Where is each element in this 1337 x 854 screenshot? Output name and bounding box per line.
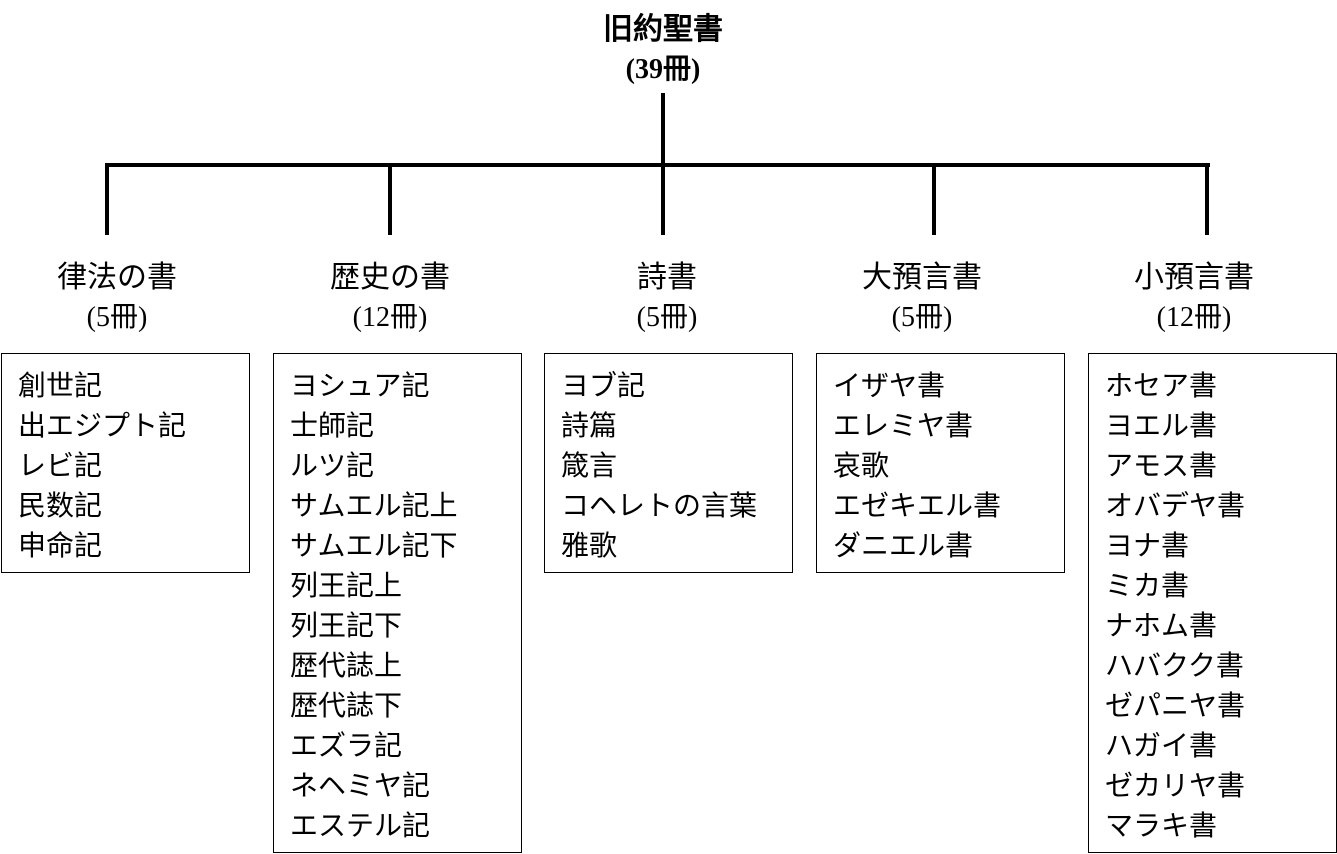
list-item: 箴言	[561, 449, 618, 482]
list-item: ヨシュア記	[290, 369, 430, 402]
list-item: 歴代誌下	[290, 689, 403, 722]
book-list-poetry: ヨブ記 詩篇 箴言 コヘレトの言葉 雅歌	[544, 353, 793, 573]
book-list-law: 創世記 出エジプト記 レビ記 民数記 申命記	[1, 353, 250, 573]
branch-connector-major-prophets	[932, 163, 936, 235]
book-list-history: ヨシュア記 士師記 ルツ記 サムエル記上 サムエル記下 列王記上 列王記下 歴代…	[273, 353, 522, 853]
branch-connector-history	[388, 163, 392, 235]
category-title-poetry: 詩書	[637, 260, 697, 295]
list-item: エズラ記	[290, 729, 403, 762]
list-item: イザヤ書	[833, 369, 946, 402]
list-item: ナホム書	[1105, 609, 1218, 642]
list-item: レビ記	[18, 449, 103, 482]
category-title-major-prophets: 大預言書	[862, 260, 982, 295]
list-item: ハガイ書	[1105, 729, 1218, 762]
list-item: 申命記	[18, 529, 103, 562]
branch-connector-poetry	[661, 163, 665, 235]
list-item: ホセア書	[1105, 369, 1218, 402]
category-count-poetry: (5冊)	[636, 302, 698, 333]
list-item: マラキ書	[1105, 809, 1218, 842]
horizontal-connector	[105, 163, 1210, 167]
book-list-major-prophets: イザヤ書 エレミヤ書 哀歌 エゼキエル書 ダニエル書	[816, 353, 1065, 573]
list-item: 哀歌	[833, 449, 890, 482]
list-item: エレミヤ書	[833, 409, 974, 442]
list-item: ヨエル書	[1105, 409, 1218, 442]
list-item: 詩篇	[561, 409, 618, 442]
list-item: 出エジプト記	[18, 409, 187, 442]
list-item: サムエル記上	[290, 489, 458, 522]
list-item: ヨブ記	[561, 369, 646, 402]
category-count-law: (5冊)	[86, 302, 148, 333]
list-item: 列王記下	[290, 609, 403, 642]
list-item: ルツ記	[290, 449, 375, 482]
branch-connector-law	[105, 163, 109, 235]
list-item: ダニエル書	[833, 529, 974, 562]
list-item: 民数記	[18, 489, 103, 522]
list-item: 創世記	[18, 369, 103, 402]
list-item: ゼカリヤ書	[1105, 769, 1246, 802]
list-item: ハバクク書	[1105, 649, 1244, 682]
list-item: アモス書	[1105, 449, 1218, 482]
category-title-law: 律法の書	[57, 260, 177, 295]
category-title-minor-prophets: 小預言書	[1134, 260, 1254, 295]
category-count-history: (12冊)	[352, 302, 428, 333]
list-item: エゼキエル書	[833, 489, 1002, 522]
list-item: 雅歌	[561, 529, 618, 562]
list-item: 列王記上	[290, 569, 403, 602]
root-count: (39冊)	[625, 54, 701, 85]
list-item: ゼパニヤ書	[1105, 689, 1246, 722]
category-count-major-prophets: (5冊)	[891, 302, 953, 333]
category-title-history: 歴史の書	[330, 260, 450, 295]
list-item: サムエル記下	[290, 529, 458, 562]
category-count-minor-prophets: (12冊)	[1156, 302, 1232, 333]
list-item: 歴代誌上	[290, 649, 403, 682]
root-title: 旧約聖書	[603, 12, 723, 47]
list-item: 士師記	[290, 409, 375, 442]
list-item: ネヘミヤ記	[290, 769, 431, 802]
list-item: ヨナ書	[1105, 529, 1190, 562]
list-item: オバデヤ書	[1105, 489, 1246, 522]
book-list-minor-prophets: ホセア書 ヨエル書 アモス書 オバデヤ書 ヨナ書 ミカ書 ナホム書 ハバクク書 …	[1088, 353, 1337, 853]
list-item: エステル記	[290, 809, 431, 842]
branch-connector-minor-prophets	[1205, 163, 1209, 235]
list-item: ミカ書	[1105, 569, 1190, 602]
root-vertical-connector	[661, 93, 665, 165]
list-item: コヘレトの言葉	[561, 489, 758, 522]
